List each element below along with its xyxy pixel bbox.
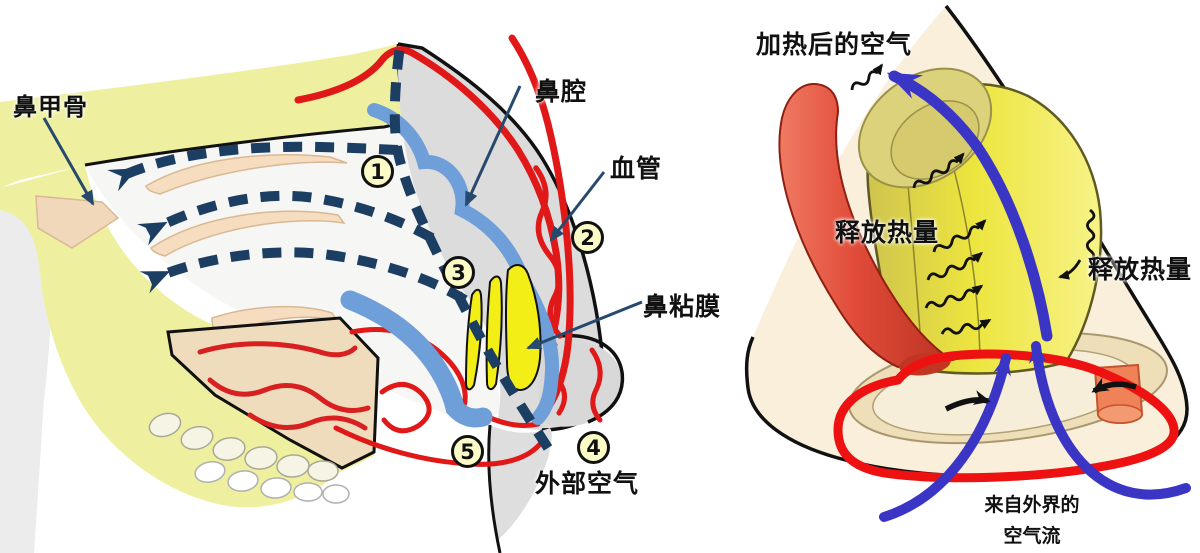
- left-panel-illustration: [0, 34, 643, 553]
- label-blood-vessel: 血管: [610, 154, 663, 183]
- right-panel-illustration: [744, 4, 1191, 522]
- label-external-air: 外部空气: [535, 469, 640, 498]
- skull-outline: [84, 120, 407, 167]
- airflow-lower-stream: [139, 247, 468, 305]
- airflow-marker-1: 1: [361, 155, 394, 188]
- nasal-mucosa-pointer: [526, 300, 643, 350]
- airflow-dashed-arrows: [107, 45, 553, 451]
- nasal-mucosa-strips: [464, 264, 542, 392]
- airflow-marker-5: 5: [451, 435, 484, 468]
- label-nasal-mucosa: 鼻粘膜: [643, 292, 722, 321]
- label-heated-air: 加热后的空气: [756, 30, 913, 59]
- label-release-heat-right: 释放热量: [1088, 255, 1193, 284]
- palate-vessels: [197, 341, 371, 431]
- skull-bone-top: [0, 44, 417, 188]
- upper-teeth-row: [148, 412, 339, 482]
- red-vessels: [294, 34, 603, 467]
- lower-teeth-row: [194, 460, 350, 504]
- label-incoming-air: 来自外界的 空气流: [952, 490, 1112, 552]
- nostril-swirl-arrows: [944, 377, 1137, 412]
- airflow-main-chain: [389, 45, 553, 451]
- incoming-air-arrow-right: [1028, 341, 1191, 500]
- label-incoming-air-line2: 空气流: [1003, 525, 1061, 547]
- airflow-upper-stream: [107, 141, 399, 192]
- nasal-cavity-pointer: [464, 85, 522, 207]
- turbinate-bone-pointer: [42, 117, 95, 206]
- label-turbinate-bone: 鼻甲骨: [13, 93, 88, 121]
- label-pointer-arrows: [42, 85, 643, 350]
- airflow-blue-arrows: [879, 70, 1191, 522]
- nostril-rim-vessel: [833, 349, 1179, 483]
- airflow-marker-4: 4: [577, 431, 610, 464]
- label-nasal-cavity: 鼻腔: [535, 77, 588, 106]
- label-release-heat-left: 释放热量: [835, 218, 940, 247]
- cheek-shading: [0, 185, 52, 553]
- label-incoming-air-line1: 来自外界的: [984, 494, 1080, 516]
- airflow-marker-2: 2: [571, 221, 604, 254]
- heated-air-arrow: [886, 70, 1053, 342]
- heat-squiggle-arrows: [850, 63, 1096, 335]
- upper-lip: [488, 425, 552, 540]
- blue-vessels: [340, 103, 560, 428]
- airflow-marker-3: 3: [442, 256, 475, 289]
- incoming-air-arrow-left: [879, 353, 1011, 522]
- nose-tip-outline: [559, 333, 625, 424]
- airflow-middle-stream: [137, 190, 435, 246]
- nasal-cavity-region: [85, 122, 500, 425]
- blood-vessel-pointer: [549, 171, 606, 242]
- upper-lip-outline: [487, 424, 502, 553]
